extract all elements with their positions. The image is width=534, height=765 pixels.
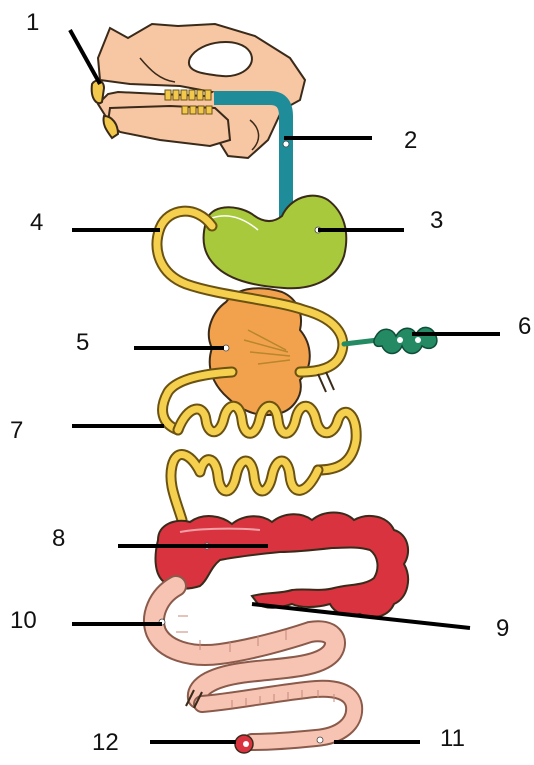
- label-3: 3: [430, 207, 443, 234]
- pancreas: [344, 327, 437, 353]
- label-12: 12: [92, 729, 119, 756]
- colon: [156, 513, 409, 618]
- label-5: 5: [76, 329, 89, 356]
- label-7: 7: [10, 417, 23, 444]
- label-6: 6: [518, 313, 531, 340]
- label-1: 1: [26, 9, 39, 36]
- leader-1: [70, 30, 100, 84]
- label-8: 8: [52, 525, 65, 552]
- label-2: 2: [404, 127, 417, 154]
- label-9: 9: [496, 615, 509, 642]
- label-4: 4: [30, 209, 43, 236]
- label-10: 10: [10, 607, 37, 634]
- label-11: 11: [440, 725, 465, 752]
- stomach: [204, 196, 347, 289]
